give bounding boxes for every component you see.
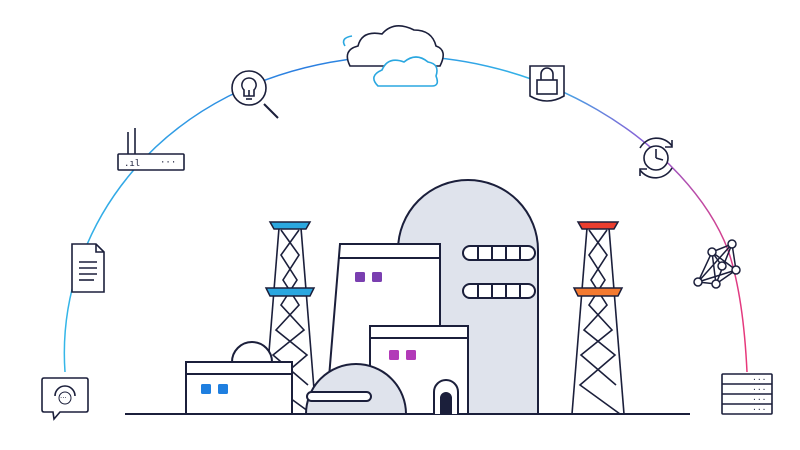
cloud-icon — [342, 25, 444, 87]
svg-text:···: ··· — [752, 385, 766, 394]
router-icon: .ıl ··· — [117, 128, 185, 171]
document-icon — [71, 243, 105, 293]
svg-text:···: ··· — [752, 405, 766, 414]
left-tower-mid-cap — [264, 287, 316, 297]
lock-shield-icon — [529, 65, 565, 102]
right-tower-mid-cap — [572, 287, 624, 297]
svg-text:.ıl: .ıl — [124, 159, 140, 169]
network-graph-icon — [693, 239, 741, 289]
svg-text:···: ··· — [60, 394, 67, 402]
svg-text:···: ··· — [752, 375, 766, 384]
right-tower-top-cap — [576, 221, 620, 230]
server-rack-icon: ··· ··· ··· ··· — [721, 373, 773, 415]
headset-chat-icon: ··· — [41, 377, 89, 421]
right-tower — [571, 227, 625, 415]
left-tower-top-cap — [268, 221, 312, 230]
lightbulb-search-icon — [231, 70, 279, 119]
svg-text:···: ··· — [752, 395, 766, 404]
left-building — [185, 341, 293, 415]
front-dome — [304, 363, 408, 415]
clock-refresh-icon — [639, 137, 673, 179]
svg-text:···: ··· — [160, 158, 176, 168]
